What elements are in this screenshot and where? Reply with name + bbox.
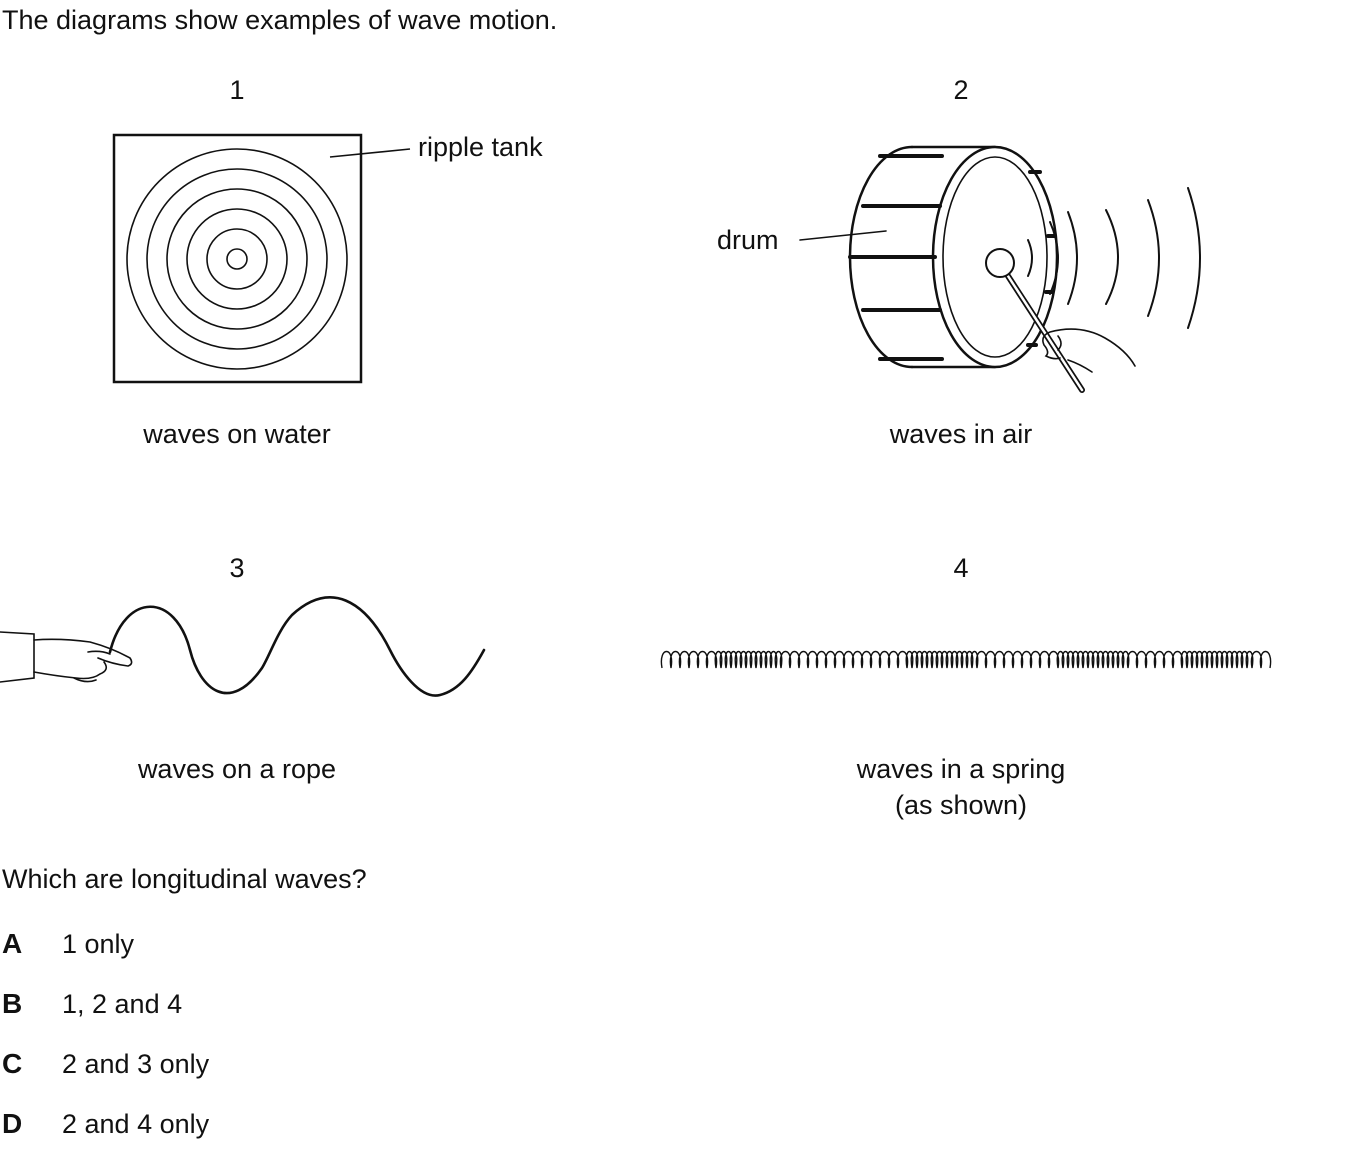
rope-wave-icon [0, 596, 486, 697]
diagram-4-caption-line2: (as shown) [894, 790, 1028, 820]
spring-coil-icon [660, 650, 1272, 669]
option-b-letter: B [2, 988, 23, 1019]
diagram-4-caption-line1: waves in a spring [856, 754, 1066, 784]
concentric-ripples-icon [112, 133, 411, 384]
diagram-1-caption: waves on water [143, 419, 331, 449]
option-a-text: 1 only [62, 929, 135, 959]
option-c-letter: C [2, 1048, 23, 1079]
diagram-2-number: 2 [953, 75, 969, 105]
option-b-text: 1, 2 and 4 [62, 989, 183, 1019]
option-c-text: 2 and 3 only [62, 1049, 210, 1079]
diagram-3-caption: waves on a rope [137, 754, 337, 784]
question-text: Which are longitudinal waves? [2, 864, 367, 894]
drum-icon [799, 145, 1201, 393]
drum-label: drum [717, 225, 779, 255]
option-d-letter: D [2, 1108, 23, 1139]
option-d-text: 2 and 4 only [62, 1109, 210, 1139]
intro-text: The diagrams show examples of wave motio… [2, 5, 558, 35]
diagram-3-number: 3 [229, 553, 245, 583]
ripple-tank-label: ripple tank [418, 132, 543, 162]
diagram-2-caption: waves in air [889, 419, 1033, 449]
diagram-4-number: 4 [953, 553, 969, 583]
option-a-letter: A [2, 928, 23, 959]
diagram-1-number: 1 [229, 75, 245, 105]
